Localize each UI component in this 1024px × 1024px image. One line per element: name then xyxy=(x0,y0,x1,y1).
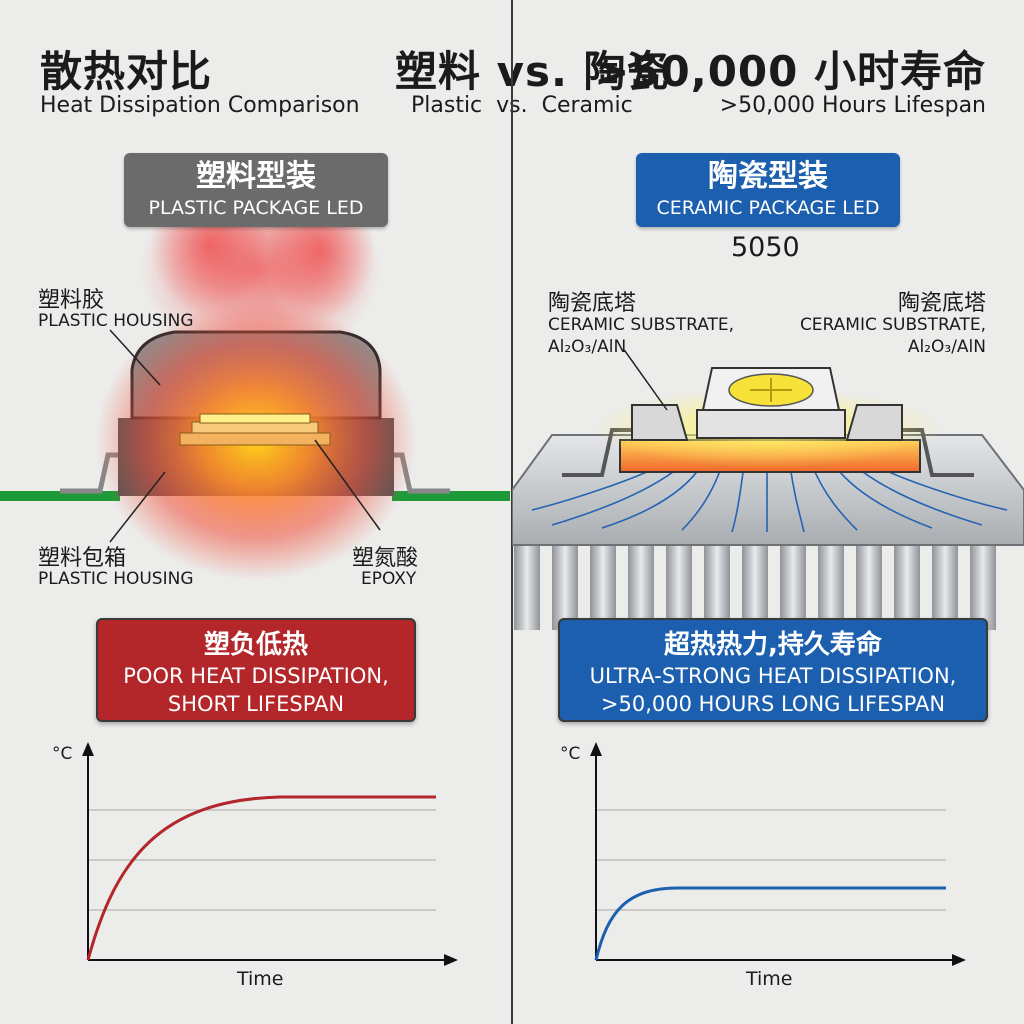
ceramic-verdict-box: 超热热力,持久寿命 ULTRA-STRONG HEAT DISSIPATION,… xyxy=(558,618,988,722)
ceramic-package-badge: 陶瓷型装 CERAMIC PACKAGE LED xyxy=(636,153,900,227)
plastic-badge-cn: 塑料型装 xyxy=(196,159,316,194)
led-chip xyxy=(199,413,311,424)
ceramic-badge-en: CERAMIC PACKAGE LED xyxy=(656,197,880,219)
ceramic-temperature-graph xyxy=(590,742,966,966)
title-plastic-vs-ceramic-en: Plastic vs. Ceramic xyxy=(411,93,633,118)
plastic-graph-unit: °C xyxy=(52,744,73,764)
ceramic-verdict-en-line2: >50,000 HOURS LONG LIFESPAN xyxy=(600,692,946,716)
ceramic-verdict-en-line1: ULTRA-STRONG HEAT DISSIPATION, xyxy=(589,664,957,688)
label-plastic-housing-top-cn: 塑料胶 xyxy=(38,288,105,313)
label-substrate-left-cn: 陶瓷底塔 xyxy=(548,291,637,316)
title-lifespan-cn: >50,000 小时寿命 xyxy=(594,47,986,96)
title-plastic-vs-ceramic-cn: 塑料 vs. 陶瓷 xyxy=(395,47,670,96)
ceramic-graph-xlabel: Time xyxy=(746,968,793,990)
label-plastic-housing-top-en: PLASTIC HOUSING xyxy=(38,311,194,331)
ceramic-verdict-cn: 超热热力,持久寿命 xyxy=(664,630,882,660)
led-model-number: 5050 xyxy=(731,232,800,263)
title-lifespan-en: >50,000 Hours Lifespan xyxy=(719,93,986,118)
heatsink-fins xyxy=(514,540,996,630)
title-heat-dissipation-en: Heat Dissipation Comparison xyxy=(40,93,360,118)
ceramic-badge-cn: 陶瓷型装 xyxy=(708,159,828,194)
label-substrate-right-cn: 陶瓷底塔 xyxy=(897,291,986,316)
label-substrate-right-formula: Al₂O₃/AlN xyxy=(907,337,986,357)
label-plastic-housing-bottom-en: PLASTIC HOUSING xyxy=(38,569,194,589)
label-substrate-left-en: CERAMIC SUBSTRATE, xyxy=(548,315,735,335)
pcb-strip-left xyxy=(0,491,120,501)
ceramic-led-illustration xyxy=(512,350,1024,630)
label-epoxy-en: EPOXY xyxy=(361,569,417,589)
plastic-temperature-curve xyxy=(86,795,436,961)
label-epoxy-cn: 塑氮酸 xyxy=(352,546,419,571)
pcb-strip-right xyxy=(392,491,510,501)
plastic-verdict-box: 塑负低热 POOR HEAT DISSIPATION, SHORT LIFESP… xyxy=(96,618,416,722)
label-plastic-housing-bottom-cn: 塑料包箱 xyxy=(38,546,127,571)
ceramic-graph-unit: °C xyxy=(560,744,581,764)
label-substrate-left-formula: Al₂O₃/AlN xyxy=(548,337,627,357)
plastic-verdict-en-line2: SHORT LIFESPAN xyxy=(167,692,345,716)
plastic-verdict-en-line1: POOR HEAT DISSIPATION, xyxy=(123,664,389,688)
plastic-badge-en: PLASTIC PACKAGE LED xyxy=(148,197,364,219)
title-heat-dissipation-cn: 散热对比 xyxy=(40,47,213,96)
label-substrate-right-en: CERAMIC SUBSTRATE, xyxy=(799,315,986,335)
ceramic-temperature-curve xyxy=(594,886,946,961)
plastic-verdict-cn: 塑负低热 xyxy=(203,630,308,660)
plastic-temperature-graph xyxy=(82,742,458,966)
plastic-graph-xlabel: Time xyxy=(237,968,284,990)
plastic-package-badge: 塑料型装 PLASTIC PACKAGE LED xyxy=(124,153,388,227)
